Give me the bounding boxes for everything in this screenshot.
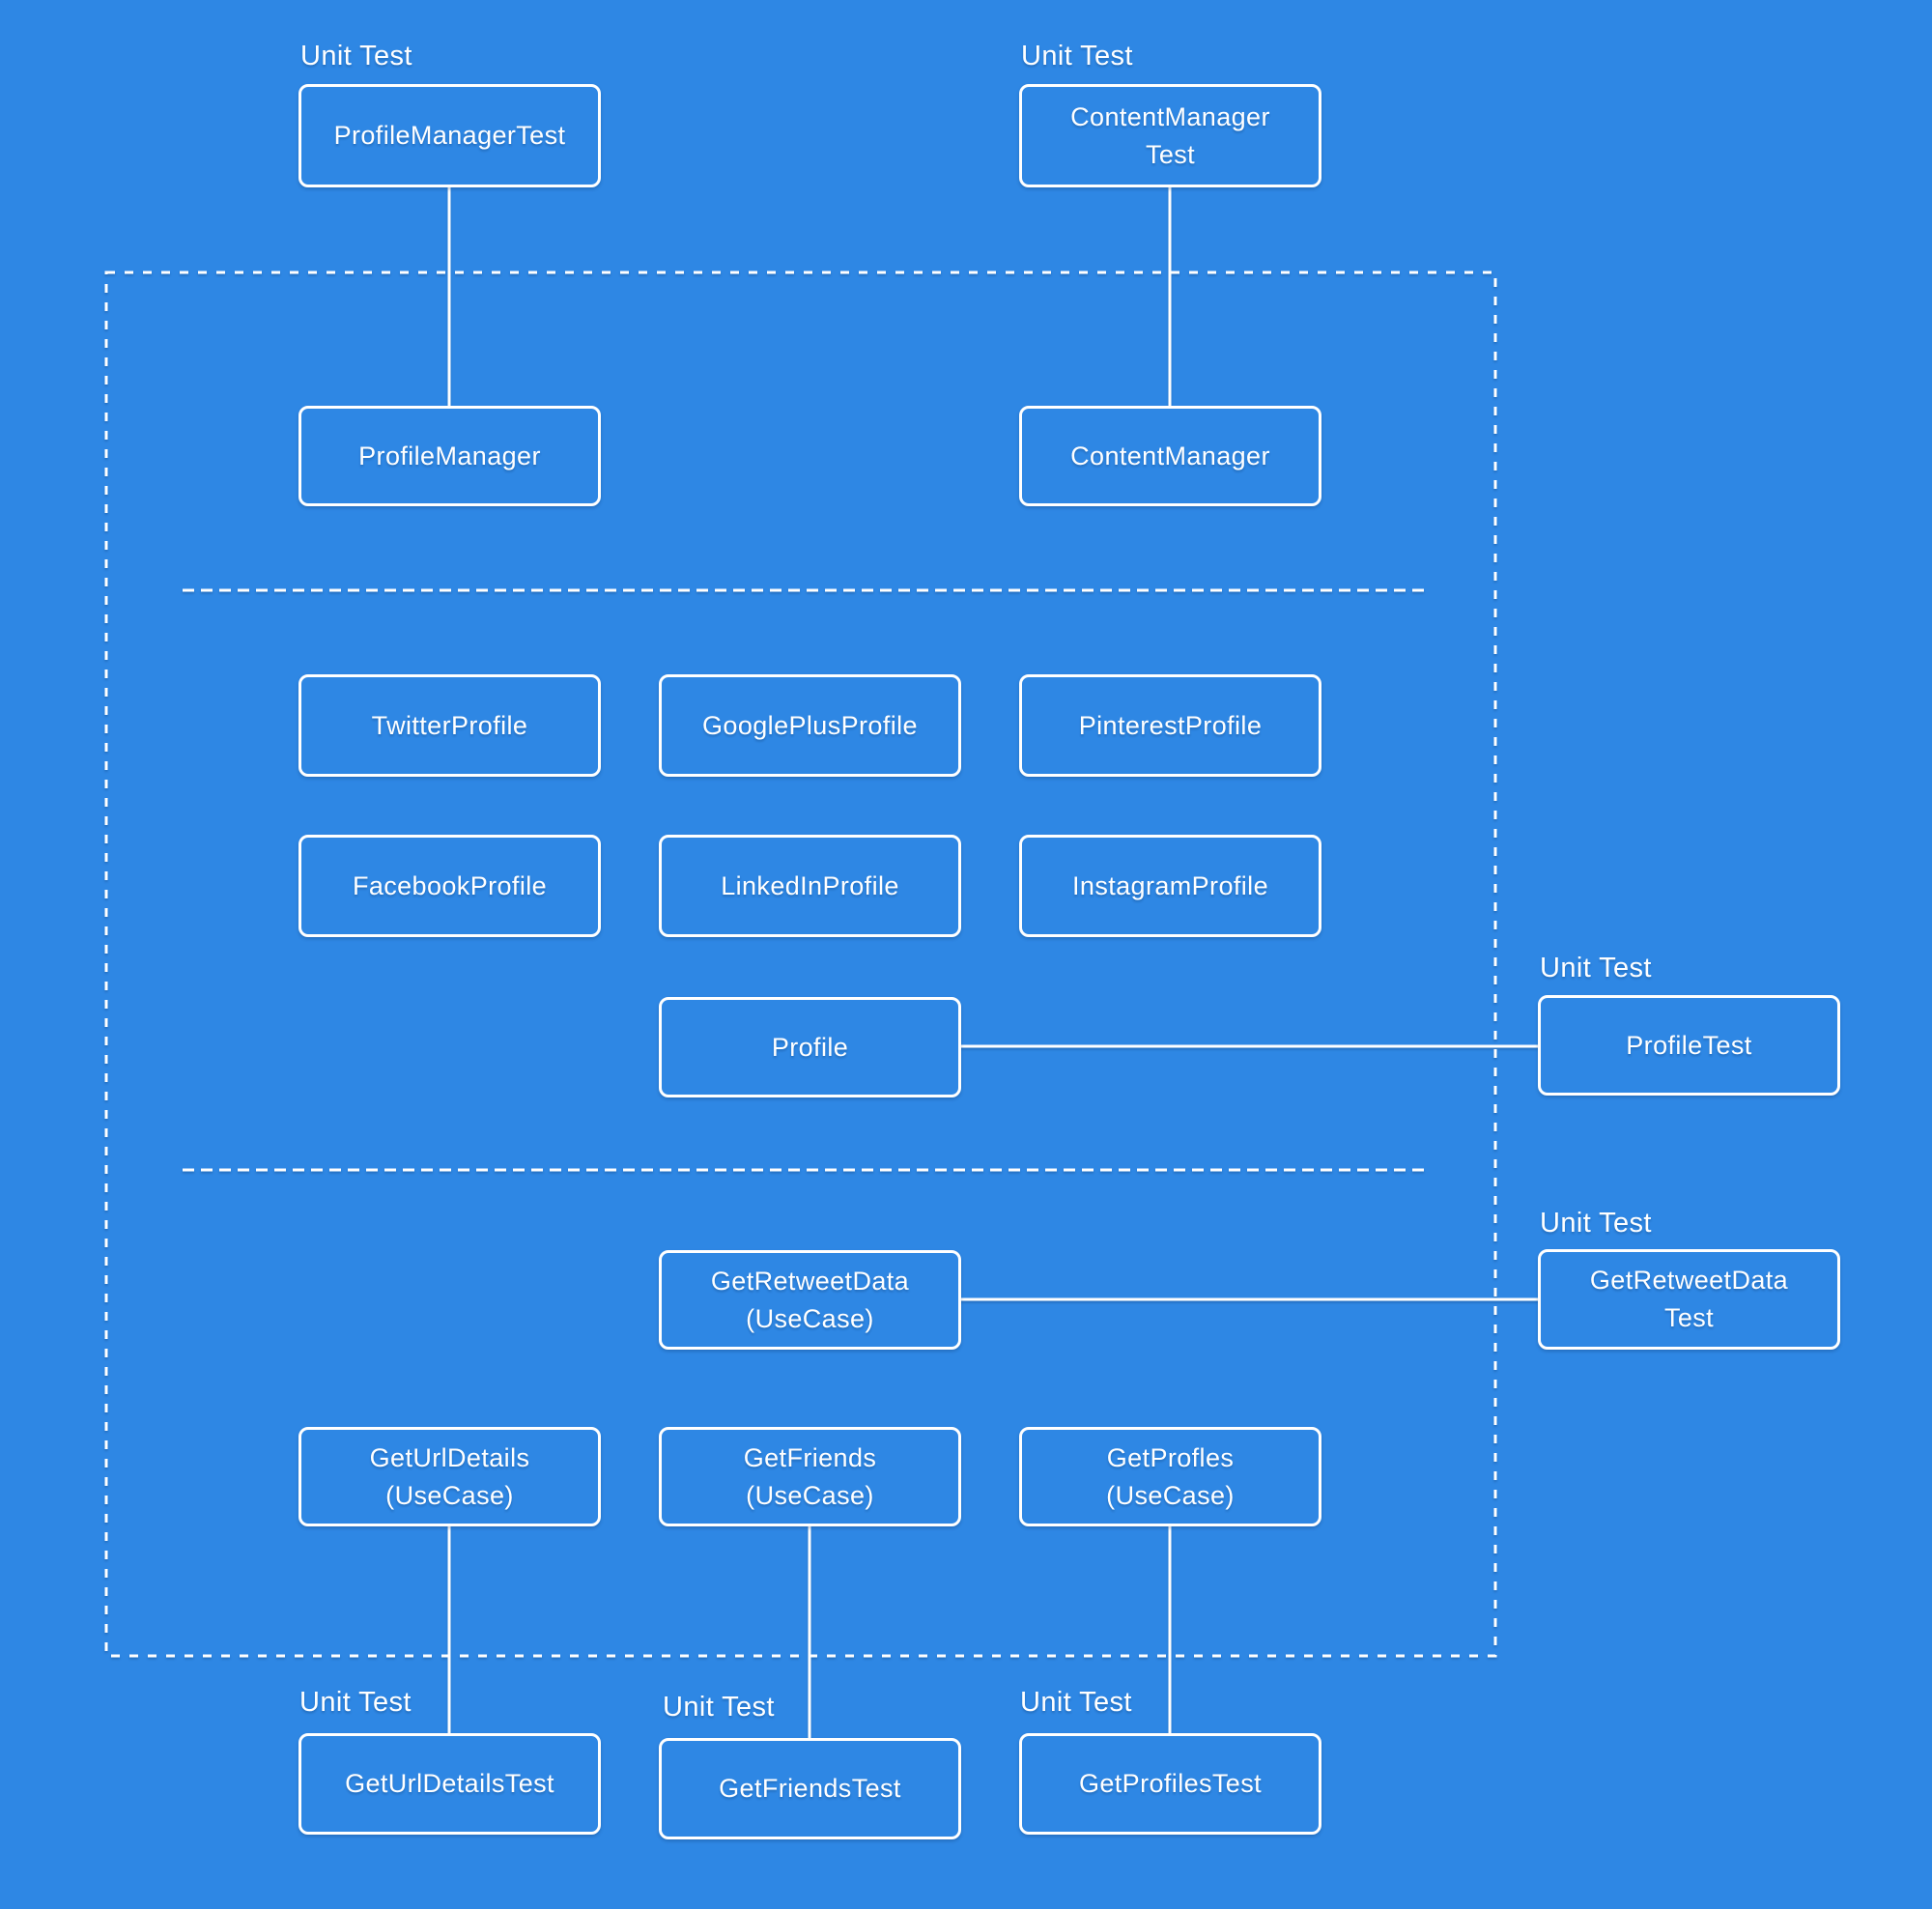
node-get-friends: GetFriends (UseCase) bbox=[659, 1427, 961, 1526]
unit-test-label-getretweetdatatest: Unit Test bbox=[1540, 1208, 1652, 1239]
node-label: ContentManager bbox=[1070, 101, 1270, 131]
node-label: TwitterProfile bbox=[371, 710, 528, 740]
node-profile-test: ProfileTest bbox=[1538, 995, 1840, 1096]
node-profile-manager: ProfileManager bbox=[298, 406, 601, 506]
node-label: GooglePlusProfile bbox=[702, 710, 918, 740]
node-google-plus-profile: GooglePlusProfile bbox=[659, 674, 961, 777]
node-content-manager-test: ContentManager Test bbox=[1019, 84, 1321, 187]
node-get-retweet-data: GetRetweetData (UseCase) bbox=[659, 1250, 961, 1350]
node-label: PinterestProfile bbox=[1078, 710, 1263, 740]
node-label: (UseCase) bbox=[1106, 1480, 1235, 1510]
unit-test-label-profilemanagertest: Unit Test bbox=[300, 41, 412, 71]
node-label: ProfileManager bbox=[358, 441, 541, 470]
node-label: GetUrlDetailsTest bbox=[345, 1769, 554, 1798]
node-get-retweet-data-test: GetRetweetData Test bbox=[1538, 1249, 1840, 1350]
unit-test-label-contentmanagertest: Unit Test bbox=[1021, 41, 1133, 71]
node-label: GetFriends bbox=[743, 1442, 877, 1472]
node-label: ProfileTest bbox=[1626, 1030, 1752, 1060]
node-instagram-profile: InstagramProfile bbox=[1019, 835, 1321, 937]
node-label: (UseCase) bbox=[746, 1480, 874, 1510]
unit-test-label-getprofilestest: Unit Test bbox=[1020, 1687, 1132, 1718]
node-content-manager: ContentManager bbox=[1019, 406, 1321, 506]
unit-test-label-geturldetailstest: Unit Test bbox=[299, 1687, 412, 1718]
node-profile-manager-test: ProfileManagerTest bbox=[298, 84, 601, 187]
node-linkedin-profile: LinkedInProfile bbox=[659, 835, 961, 937]
node-twitter-profile: TwitterProfile bbox=[298, 674, 601, 777]
node-label: InstagramProfile bbox=[1072, 870, 1268, 900]
node-get-url-details-test: GetUrlDetailsTest bbox=[298, 1733, 601, 1835]
node-label: GetProfles bbox=[1106, 1442, 1235, 1472]
node-get-friends-test: GetFriendsTest bbox=[659, 1738, 961, 1839]
unit-test-label-profiletest: Unit Test bbox=[1540, 953, 1652, 983]
node-facebook-profile: FacebookProfile bbox=[298, 835, 601, 937]
node-label: GetRetweetData bbox=[710, 1266, 910, 1296]
node-label: Test bbox=[1145, 139, 1196, 169]
node-label: GetRetweetData bbox=[1589, 1266, 1789, 1295]
node-pinterest-profile: PinterestProfile bbox=[1019, 674, 1321, 777]
boundary-dashed-rect bbox=[104, 271, 1497, 1658]
node-label: Profile bbox=[771, 1032, 849, 1062]
node-label: (UseCase) bbox=[385, 1480, 514, 1510]
node-label: LinkedInProfile bbox=[721, 870, 899, 900]
node-label: ContentManager bbox=[1070, 441, 1270, 470]
node-label: (UseCase) bbox=[746, 1303, 874, 1333]
node-label: GetProfilesTest bbox=[1078, 1769, 1263, 1798]
node-get-profles: GetProfles (UseCase) bbox=[1019, 1427, 1321, 1526]
node-label: GetUrlDetails bbox=[369, 1442, 530, 1472]
node-label: GetFriendsTest bbox=[719, 1774, 901, 1803]
node-label: ProfileManagerTest bbox=[333, 121, 566, 150]
node-label: Test bbox=[1663, 1303, 1715, 1332]
node-get-url-details: GetUrlDetails (UseCase) bbox=[298, 1427, 601, 1526]
node-label: FacebookProfile bbox=[352, 870, 548, 900]
node-get-profiles-test: GetProfilesTest bbox=[1019, 1733, 1321, 1835]
node-profile: Profile bbox=[659, 997, 961, 1097]
unit-test-label-getfriendstest: Unit Test bbox=[663, 1692, 775, 1723]
